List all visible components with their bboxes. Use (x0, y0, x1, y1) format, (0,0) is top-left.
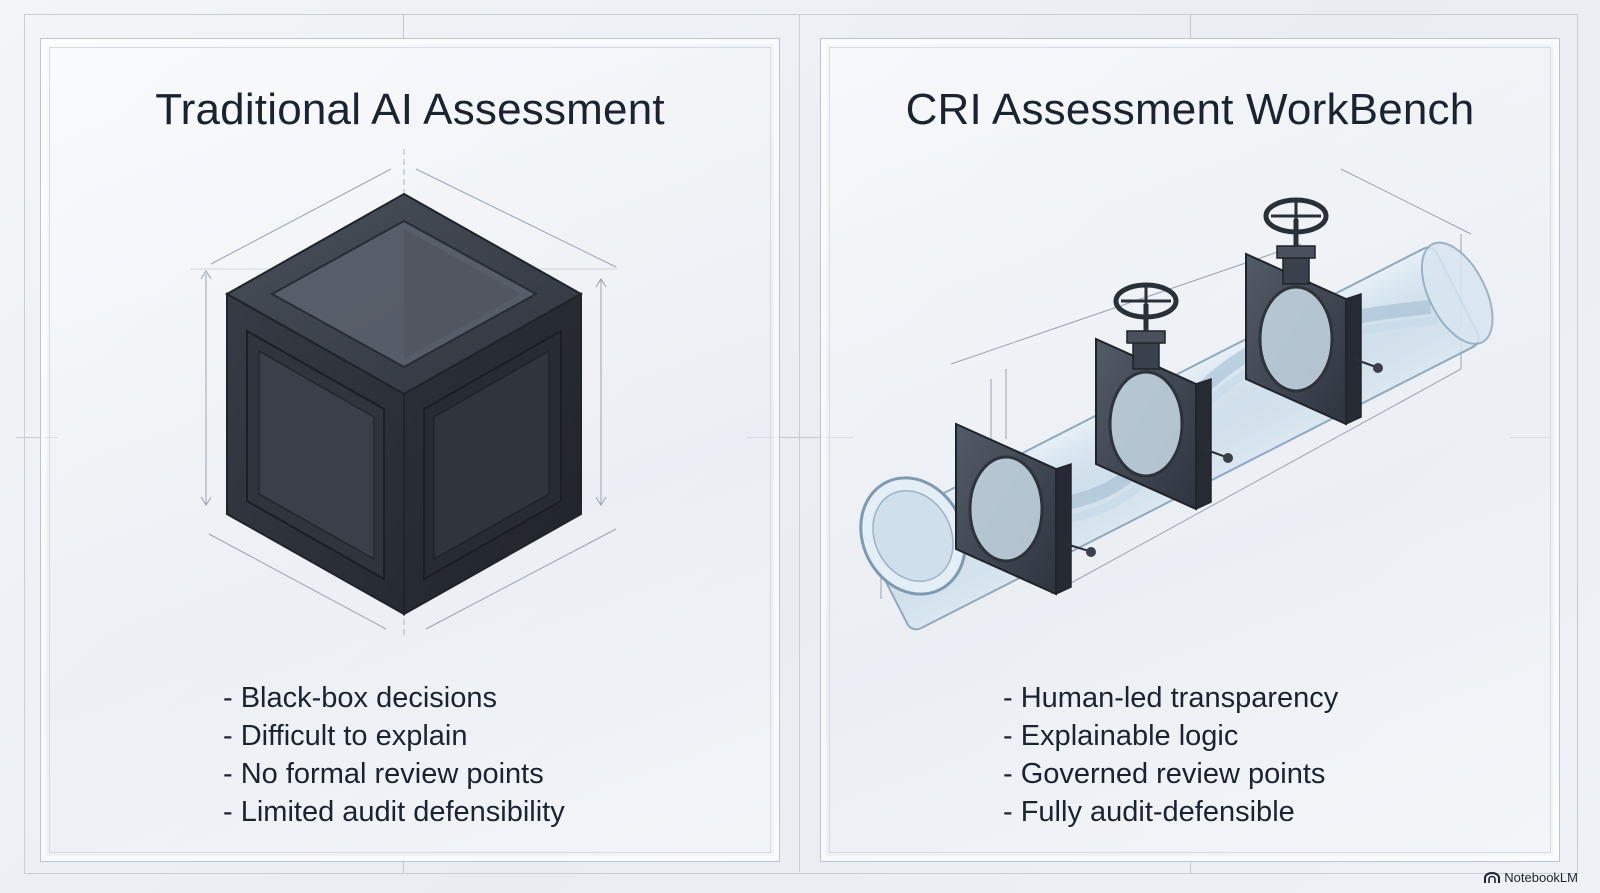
crosshair-tick (16, 437, 58, 438)
list-item: Limited audit defensibility (223, 793, 565, 831)
cri-workbench-panel: CRI Assessment WorkBench (820, 38, 1560, 862)
crosshair-tick (403, 860, 404, 874)
list-item: Human-led transparency (1003, 679, 1339, 717)
center-divider (799, 14, 800, 872)
crosshair-tick (1190, 14, 1191, 38)
brand-watermark: NotebookLM (1484, 870, 1578, 885)
list-item: Explainable logic (1003, 717, 1338, 755)
traditional-ai-panel: Traditional AI Assessment (40, 38, 780, 862)
list-item: Difficult to explain (223, 717, 565, 755)
crosshair-tick (403, 14, 404, 38)
list-item: Governed review points (1003, 755, 1338, 793)
panel-inner-border (829, 47, 1551, 853)
outer-frame (24, 14, 1578, 874)
limitations-list: Black-box decisions Difficult to explain… (223, 679, 565, 831)
brand-label: NotebookLM (1504, 870, 1578, 885)
transparent-pipe-with-valves-icon (859, 168, 1494, 631)
notebooklm-logo-icon (1484, 871, 1501, 883)
benefits-list: Human-led transparency Explainable logic… (1003, 679, 1339, 831)
list-item: No formal review points (223, 755, 565, 793)
panel-title: Traditional AI Assessment (155, 85, 665, 134)
crosshair-tick (746, 437, 854, 438)
panel-title: CRI Assessment WorkBench (905, 85, 1475, 134)
black-box-cube-icon (191, 149, 617, 639)
list-item: Fully audit-defensible (1003, 793, 1338, 831)
panel-inner-border (49, 47, 771, 853)
crosshair-tick (1190, 860, 1191, 874)
list-item: Black-box decisions (223, 679, 565, 717)
